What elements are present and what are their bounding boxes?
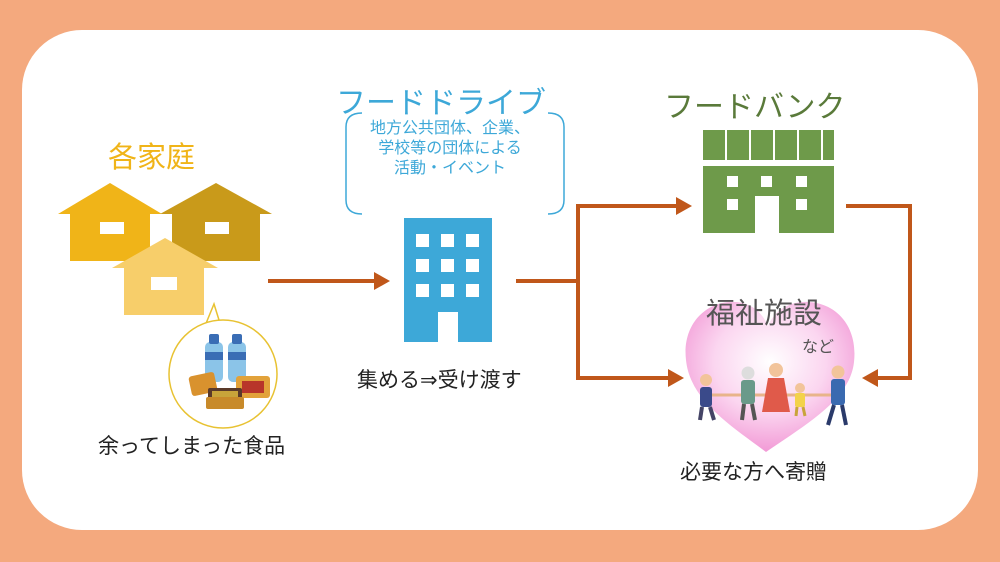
- welfare-suffix: など: [802, 337, 835, 356]
- flow-arrows: [268, 204, 912, 380]
- house-icon-back-right: [160, 183, 272, 261]
- food-drive-description-line: 活動・イベント: [393, 158, 506, 177]
- households-caption: 余ってしまった食品: [98, 434, 286, 458]
- households-title: 各家庭: [108, 140, 196, 174]
- building-icon-food-drive: [404, 218, 492, 342]
- people-family-icon: [698, 363, 848, 426]
- warehouse-icon-food-bank: [703, 130, 834, 233]
- welfare-caption: 必要な方へ寄贈: [680, 460, 827, 484]
- arrow-food-bank-to-welfare: [846, 204, 912, 380]
- food-drive-description: 地方公共団体、企業、 学校等の団体による 活動・イベント: [340, 118, 560, 178]
- arrow-heads: [374, 197, 878, 387]
- house-icon-back-left: [58, 183, 162, 261]
- house-icon-front: [112, 238, 218, 315]
- food-drive-caption: 集める⇒受け渡す: [357, 368, 522, 392]
- food-drive-description-line: 地方公共団体、企業、: [369, 118, 530, 137]
- food-items-icon: [188, 334, 270, 409]
- food-drive-brace: [345, 112, 565, 215]
- welfare-title: 福祉施設: [706, 296, 823, 330]
- arrow-to-food-bank: [576, 204, 676, 281]
- food-drive-description-line: 学校等の団体による: [378, 138, 522, 157]
- food-bank-title: フードバンク: [664, 90, 846, 125]
- heart-shape: [685, 301, 855, 452]
- arrow-to-welfare: [576, 281, 668, 380]
- food-drive-title: フードドライブ: [336, 86, 546, 121]
